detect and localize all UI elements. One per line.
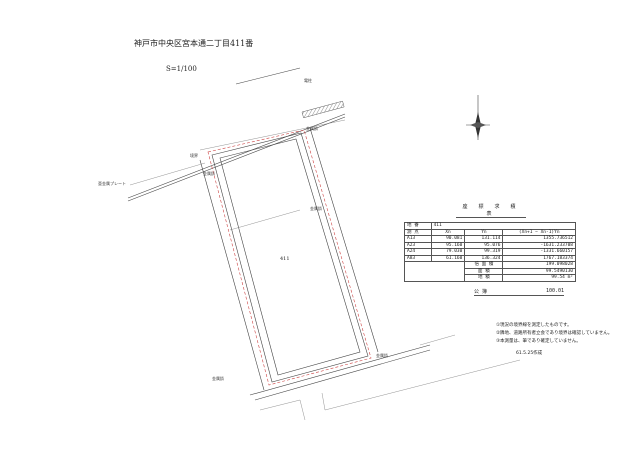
- metal-tack-label: 金属鋲: [310, 205, 322, 211]
- parcel-boundary: [199, 127, 379, 391]
- metal-tack-label: 金属鋲: [376, 352, 388, 358]
- date-label: 61.5.25作成: [516, 351, 543, 356]
- boundary-label: 境界: [190, 152, 198, 158]
- notes: ①現況の境界線を測定したものです。 ②隣地、道路所有者立会であり境界は確認してい…: [496, 322, 612, 358]
- note-item: ③本測量は、筆であり確定していません。: [496, 339, 581, 344]
- unit: m²: [567, 275, 573, 280]
- registered-label: 公 簿: [474, 288, 488, 295]
- drawing-title: 神戸市中央区宮本通二丁目411番: [134, 38, 253, 48]
- metal-tack-label: 金属鋲: [212, 375, 224, 381]
- registered-area: 公 簿 100.01: [474, 288, 564, 296]
- leader-line: [129, 162, 206, 186]
- metal-plate-label: 亜金属プレート: [98, 180, 126, 186]
- north-arrow-icon: [466, 95, 490, 140]
- note-item: ②隣地、道路所有者立会であり境界は確認していません。: [496, 331, 613, 336]
- road-upper: [127, 67, 346, 202]
- telephone-pole-label: 電柱: [304, 77, 312, 83]
- scale-label: S=1/100: [166, 65, 197, 73]
- land-area-label: 地 積: [464, 274, 504, 282]
- registered-value: 100.01: [545, 287, 564, 294]
- road-lower: [249, 334, 521, 421]
- metal-tack-label: 金属鋲: [306, 125, 318, 131]
- metal-tack-label: 金属鋲: [203, 170, 215, 176]
- lot-number-label: 411: [280, 256, 290, 262]
- table-title: 座 標 求 積 表: [456, 203, 526, 218]
- land-area-value: 99.54: [551, 275, 565, 280]
- note-item: ①現況の境界線を測定したものです。: [496, 323, 572, 328]
